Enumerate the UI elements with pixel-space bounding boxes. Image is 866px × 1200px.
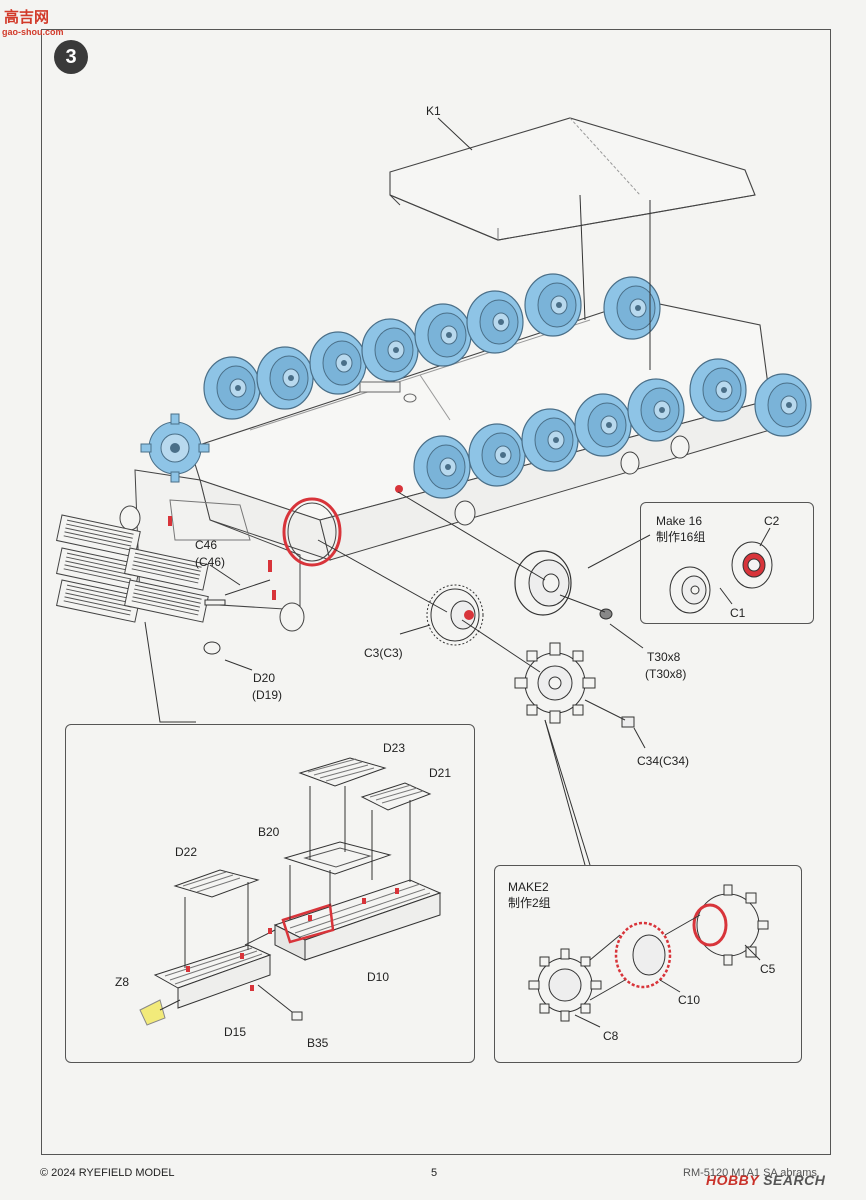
exploded-sprocket	[514, 642, 596, 724]
step-number-badge: 3	[54, 40, 88, 74]
label-make2-cn: 制作2组	[508, 896, 551, 910]
watermark-logo: 高吉网	[4, 9, 50, 26]
label-c5: C5	[760, 962, 776, 976]
label-c2: C2	[764, 514, 780, 528]
exploded-road-wheel	[514, 550, 572, 616]
k1-deck-plate	[389, 117, 756, 241]
label-c46: C46	[195, 538, 218, 552]
label-d22: D22	[175, 845, 198, 859]
hobbysearch-watermark: HOBBY SEARCH	[706, 1172, 825, 1188]
label-t30-alt: (T30x8)	[645, 667, 687, 681]
label-z8: Z8	[115, 975, 130, 989]
label-k1: K1	[426, 104, 441, 118]
label-c34: C34(C34)	[637, 754, 690, 768]
label-d23: D23	[383, 741, 406, 755]
footer-copyright: © 2024 RYEFIELD MODEL	[40, 1167, 175, 1179]
label-d21: D21	[429, 766, 452, 780]
footer-page-number: 5	[431, 1167, 438, 1179]
label-d10: D10	[367, 970, 390, 984]
label-c3: C3(C3)	[364, 646, 403, 660]
c3-drive-hub	[426, 584, 484, 646]
search-text: SEARCH	[763, 1172, 826, 1188]
rear-sprocket	[140, 413, 210, 483]
label-make16: Make 16	[656, 514, 703, 528]
watermark-url: gao-shou.com	[2, 27, 64, 37]
inset-make16-parts	[669, 527, 773, 614]
inset-engine-deck	[65, 724, 475, 1063]
label-b35: B35	[307, 1036, 329, 1050]
inset-engine-deck-parts	[139, 757, 442, 1026]
label-c10: C10	[678, 993, 701, 1007]
label-c46-alt: (C46)	[195, 555, 226, 569]
inset-make2	[494, 865, 802, 1063]
label-c8: C8	[603, 1029, 619, 1043]
inset-make2-parts	[528, 884, 769, 1028]
return-rollers	[119, 435, 690, 632]
footer-product: RM-5120 M1A1 SA abrams	[683, 1167, 817, 1179]
label-d20: D20	[253, 671, 276, 685]
label-d20-alt: (D19)	[252, 688, 283, 702]
label-c1: C1	[730, 606, 746, 620]
label-d15: D15	[224, 1025, 247, 1039]
inset-make16	[640, 502, 814, 624]
label-make2: MAKE2	[508, 880, 549, 894]
label-t30: T30x8	[647, 650, 681, 664]
label-make16-cn: 制作16组	[656, 530, 706, 544]
hobby-text: HOBBY	[706, 1172, 759, 1188]
label-b20: B20	[258, 825, 280, 839]
page-frame	[41, 29, 831, 1155]
